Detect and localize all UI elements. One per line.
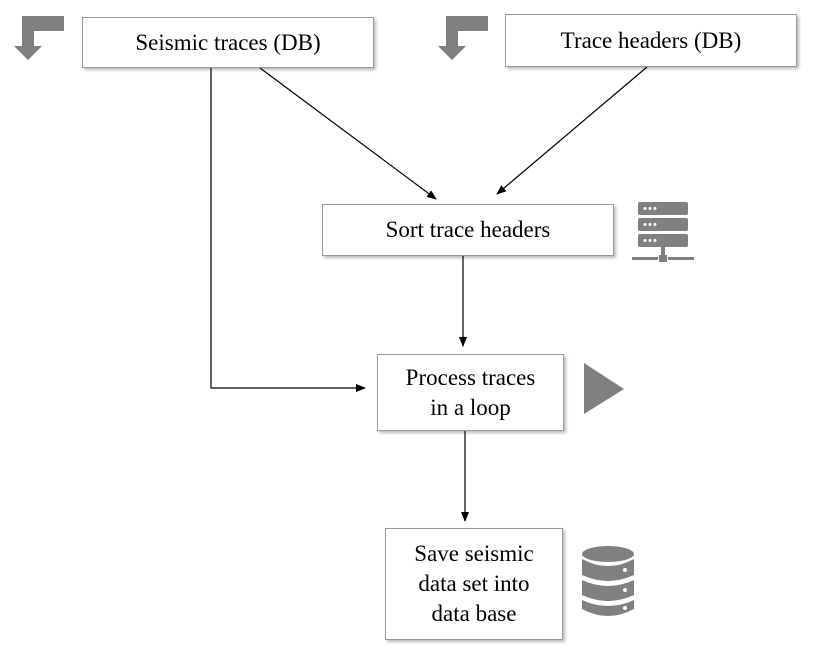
node-trace-headers-label: Trace headers (DB) (560, 27, 742, 53)
database-icon (582, 546, 634, 616)
node-save-dataset-line-1: Save seismic (414, 541, 534, 566)
edge-seismic-to-process (210, 68, 366, 392)
node-trace-headers: Trace headers (DB) (505, 14, 797, 67)
node-process-traces-line-2: in a loop (430, 394, 511, 420)
server-icon (632, 202, 694, 262)
node-sort-trace-headers-label: Sort trace headers (385, 217, 551, 242)
node-process-traces-line-1: Process traces (405, 364, 536, 390)
play-icon (584, 363, 624, 414)
node-save-dataset-line-3: data base (431, 601, 517, 626)
node-sort-trace-headers: Sort trace headers (322, 204, 614, 256)
node-save-dataset-line-2: data set into (418, 571, 530, 596)
node-seismic-traces-label: Seismic traces (DB) (135, 29, 321, 55)
input-arrow-icon (438, 16, 488, 60)
node-seismic-traces: Seismic traces (DB) (82, 17, 374, 68)
edge-headers-to-sort (496, 66, 648, 195)
edge-seismic-to-sort (259, 67, 437, 200)
node-process-traces: Process traces in a loop (377, 354, 564, 431)
input-arrow-icon (14, 16, 64, 60)
node-save-dataset: Save seismic data set into data base (385, 528, 563, 640)
